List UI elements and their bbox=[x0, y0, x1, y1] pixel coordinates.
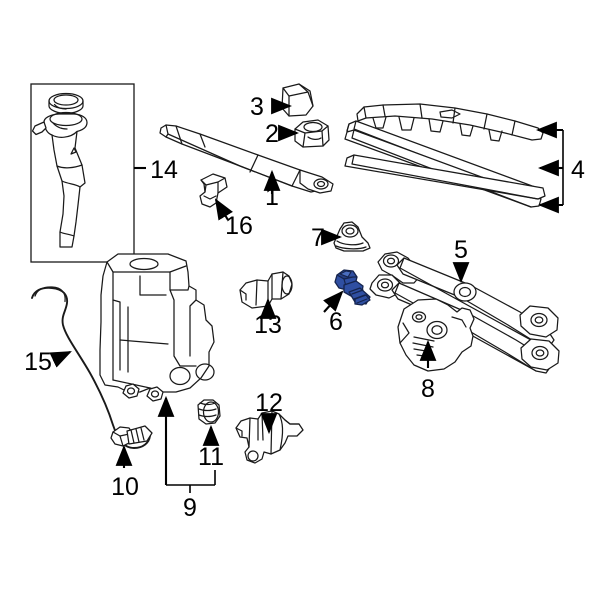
callout-number-13: 13 bbox=[254, 311, 282, 339]
callout-number-2: 2 bbox=[265, 120, 279, 148]
callout-number-1: 1 bbox=[265, 183, 279, 211]
wiper-motor-group bbox=[397, 298, 475, 372]
callout-number-10: 10 bbox=[111, 473, 139, 501]
filler-cap-icon bbox=[48, 92, 84, 115]
filler-neck-callout-box bbox=[30, 83, 135, 263]
callout-number-9: 9 bbox=[183, 494, 197, 522]
callout-number-7: 7 bbox=[311, 224, 325, 252]
callout-numbers: 1 2 3 4 5 6 7 8 9 10 11 12 13 14 15 16 bbox=[24, 93, 585, 522]
callout-number-4: 4 bbox=[571, 156, 585, 184]
washer-reservoir-group bbox=[99, 253, 216, 493]
callout-number-8: 8 bbox=[421, 375, 435, 403]
callout-leader-6 bbox=[323, 290, 344, 313]
callout-number-14: 14 bbox=[150, 156, 178, 184]
wiper-arm-clip-group bbox=[199, 173, 233, 221]
wiper-motor-bolt-highlighted bbox=[323, 269, 371, 313]
wiper-arm-nut-group bbox=[278, 119, 330, 148]
callout-number-12: 12 bbox=[255, 389, 283, 417]
callout-leader-16 bbox=[214, 198, 233, 221]
callout-number-11: 11 bbox=[198, 443, 224, 471]
wiper-arm-cap-group bbox=[271, 83, 314, 117]
wiper-arm-group bbox=[159, 124, 334, 194]
washer-pump-grommet-group bbox=[197, 399, 221, 446]
callout-number-15: 15 bbox=[24, 348, 52, 376]
wiper-blade-backing-strip bbox=[344, 154, 546, 200]
callout-leader-15 bbox=[49, 351, 72, 368]
cowl-grommet-seal-group bbox=[321, 221, 371, 252]
callout-number-6: 6 bbox=[329, 308, 343, 336]
filler-neck-group bbox=[30, 83, 146, 263]
callout-number-3: 3 bbox=[250, 93, 264, 121]
washer-pump-front-group bbox=[235, 410, 304, 464]
washer-pump-rear-group bbox=[239, 271, 293, 319]
filler-neck-icon bbox=[31, 111, 88, 248]
callout-number-5: 5 bbox=[454, 236, 468, 264]
reservoir-bolt-group bbox=[110, 425, 153, 468]
wiper-blade-assembly-group bbox=[344, 103, 564, 214]
callout-number-16: 16 bbox=[225, 212, 253, 240]
